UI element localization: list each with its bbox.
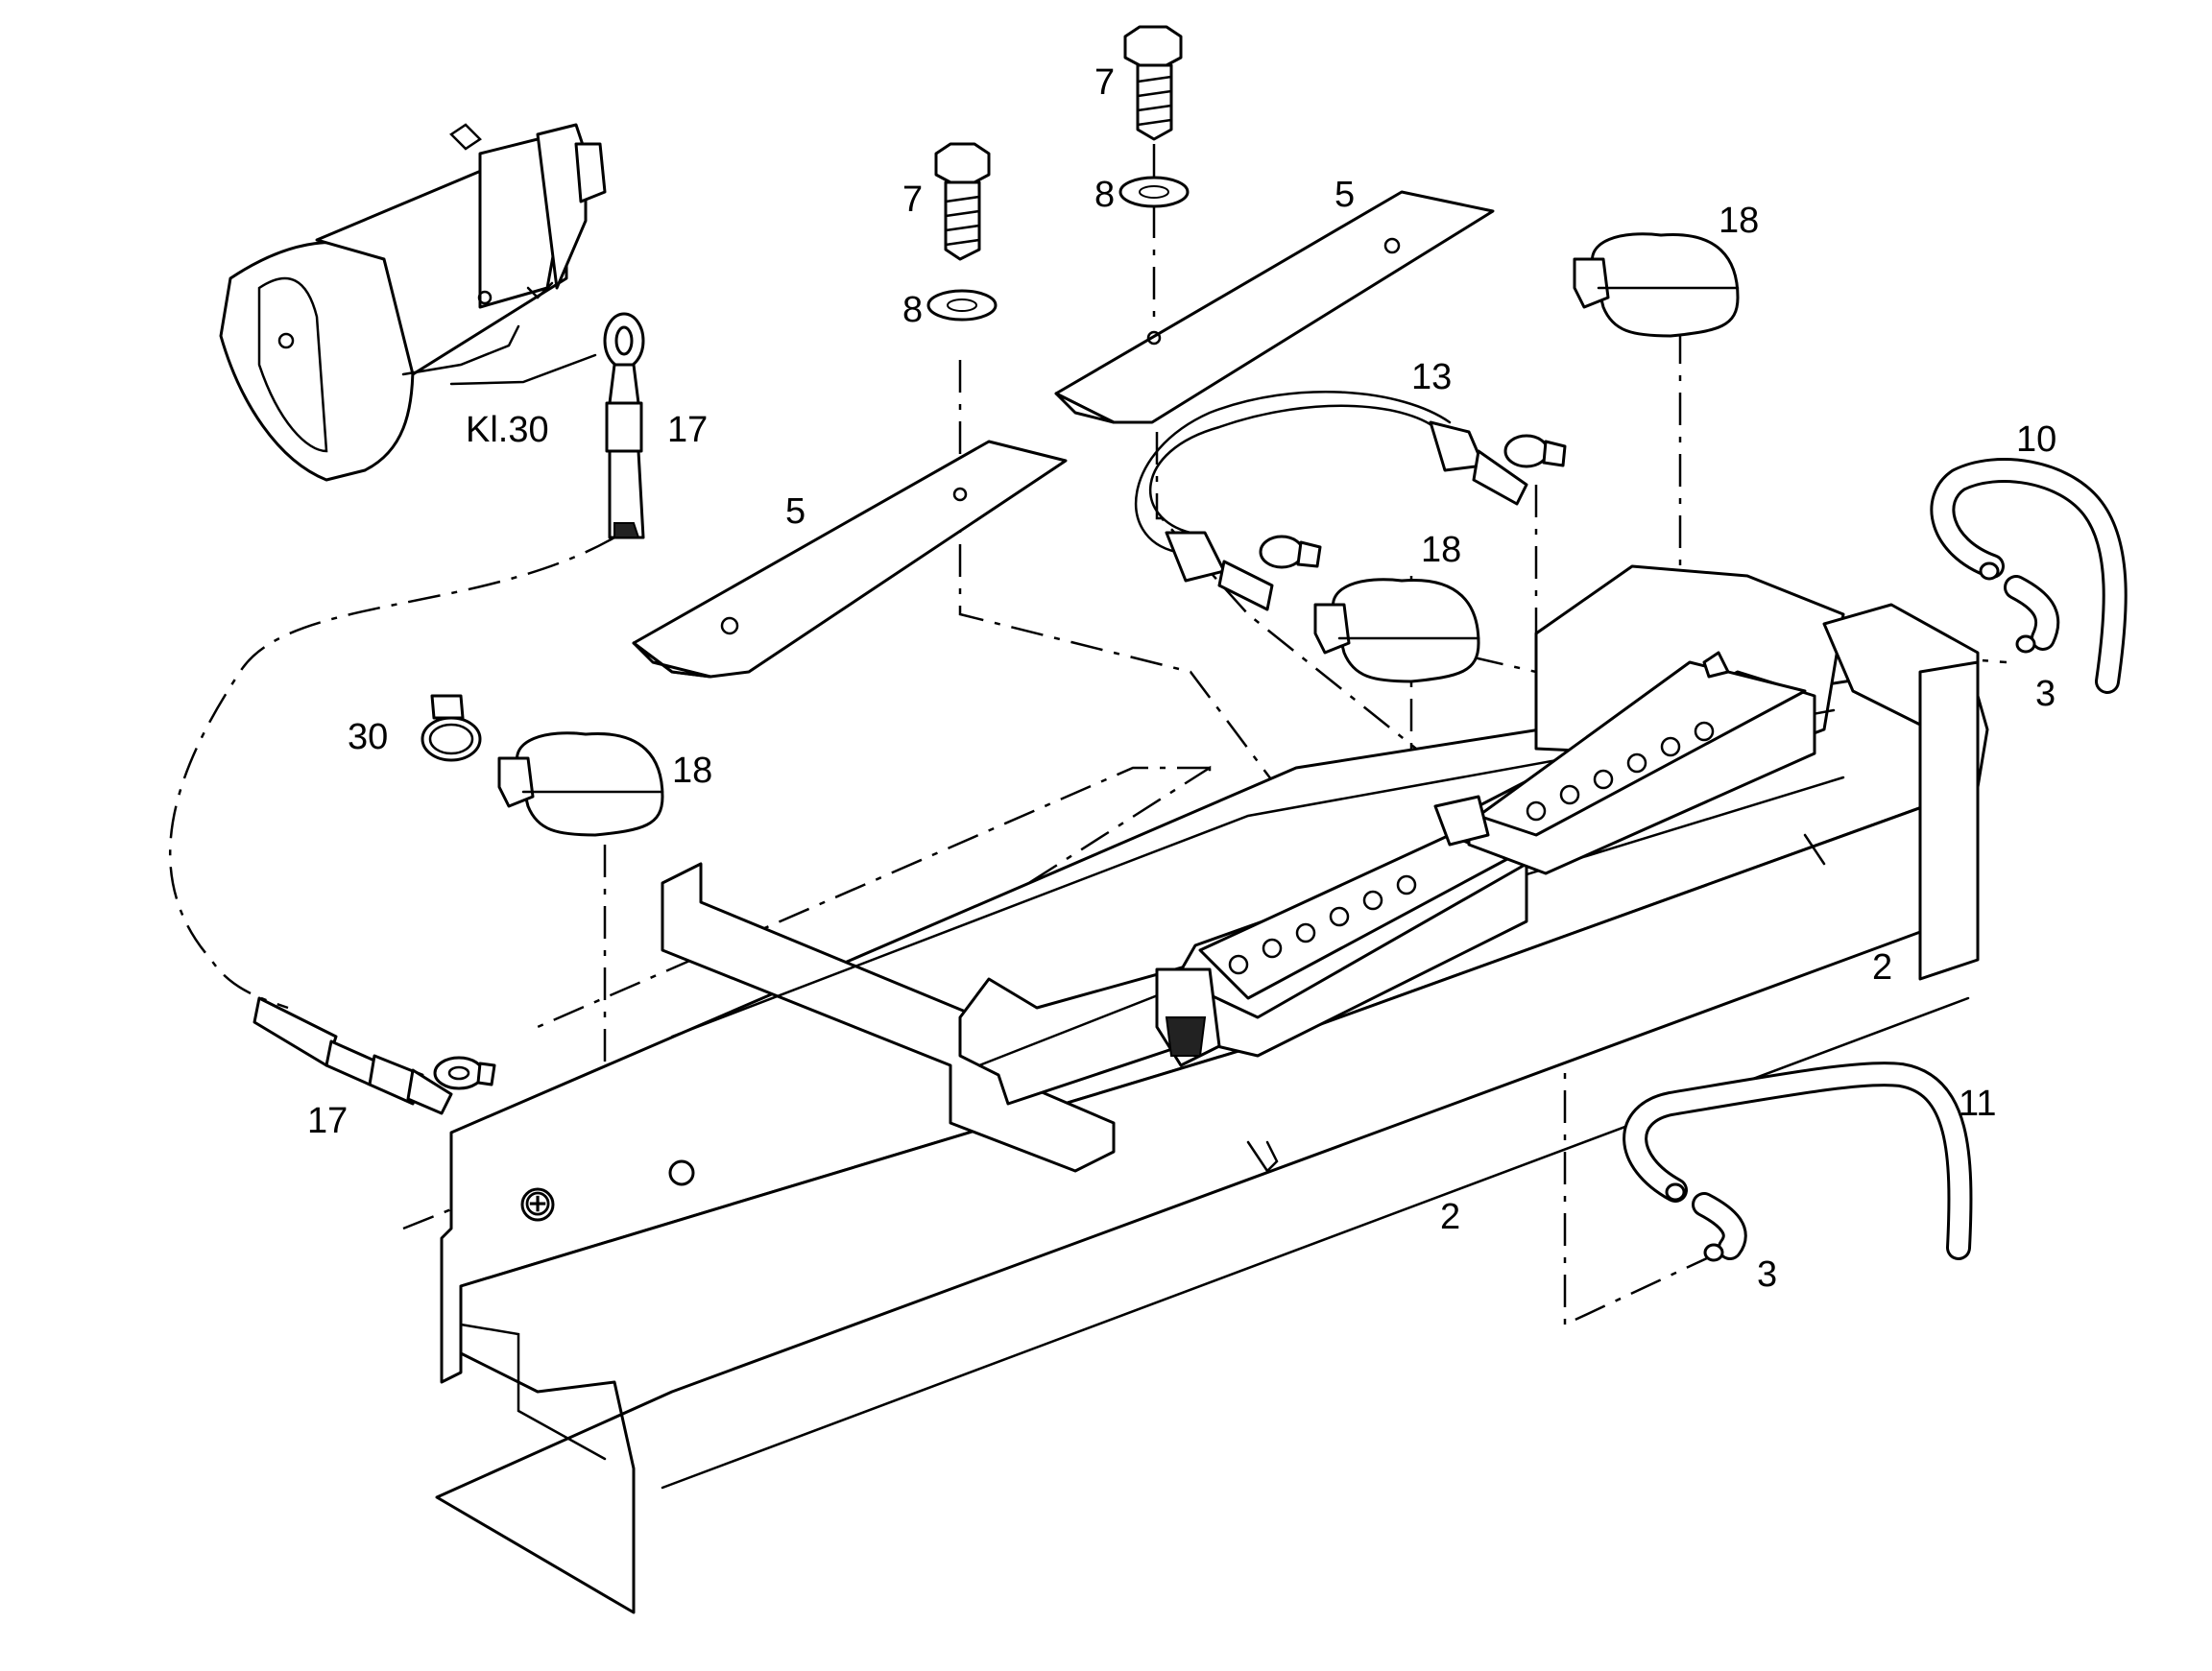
label-cover-left: 18 [672, 751, 712, 791]
terminal-cover-left [497, 731, 664, 837]
label-cable-clamp: 30 [348, 717, 388, 757]
terminal-cover-middle [1313, 578, 1480, 683]
label-battery-left: 2 [1440, 1197, 1460, 1237]
battery-right [1433, 651, 1816, 875]
ground-symbol-text: ⊕ [522, 1183, 553, 1224]
bolt-left [934, 142, 991, 261]
jumper-cable [1134, 391, 1567, 611]
starter-motor [219, 123, 607, 482]
label-battery-right: 2 [1872, 947, 1892, 988]
ground-symbol [520, 1187, 555, 1222]
starter-cable-upper [603, 312, 645, 539]
label-washer-right: 8 [1094, 175, 1115, 215]
bolt-right [1123, 25, 1183, 141]
terminal-cover-top [1573, 232, 1740, 338]
hold-down-rail-left [632, 440, 1068, 679]
label-starter-terminal: Kl.30 [466, 410, 549, 450]
label-cover-top: 18 [1719, 201, 1759, 241]
label-rail-left: 5 [785, 491, 805, 532]
washer-right [1118, 176, 1190, 208]
label-cover-middle: 18 [1421, 530, 1461, 570]
hose-connector-right [2004, 575, 2060, 654]
hold-down-rail-right [1054, 190, 1495, 424]
label-bolt-right: 7 [1094, 62, 1115, 103]
label-washer-left: 8 [902, 290, 923, 330]
battery-left [1155, 833, 1528, 1067]
part-labels: 7 8 7 8 5 5 18 13 18 10 3 2 2 11 3 17 Kl… [307, 62, 2056, 1295]
label-connector-bottom: 3 [1757, 1254, 1777, 1295]
label-vent-hose-upper: 10 [2016, 419, 2056, 460]
label-jumper-cable: 13 [1411, 357, 1452, 397]
label-rail-right: 5 [1334, 175, 1355, 215]
label-starter-cable-upper: 17 [667, 410, 708, 450]
starter-cable-lower [252, 996, 496, 1115]
hose-connector-bottom [1692, 1192, 1747, 1262]
label-vent-hose-lower: 11 [1959, 1084, 1996, 1124]
kl30-leader [449, 353, 597, 386]
label-starter-cable-lower: 17 [307, 1101, 348, 1141]
label-connector-right: 3 [2035, 674, 2056, 714]
vent-hose-upper [1930, 458, 2128, 694]
cable-clamp [421, 694, 482, 762]
label-bolt-left: 7 [902, 179, 923, 220]
vent-hose-lower [1623, 1062, 1973, 1260]
washer-left [926, 289, 998, 322]
